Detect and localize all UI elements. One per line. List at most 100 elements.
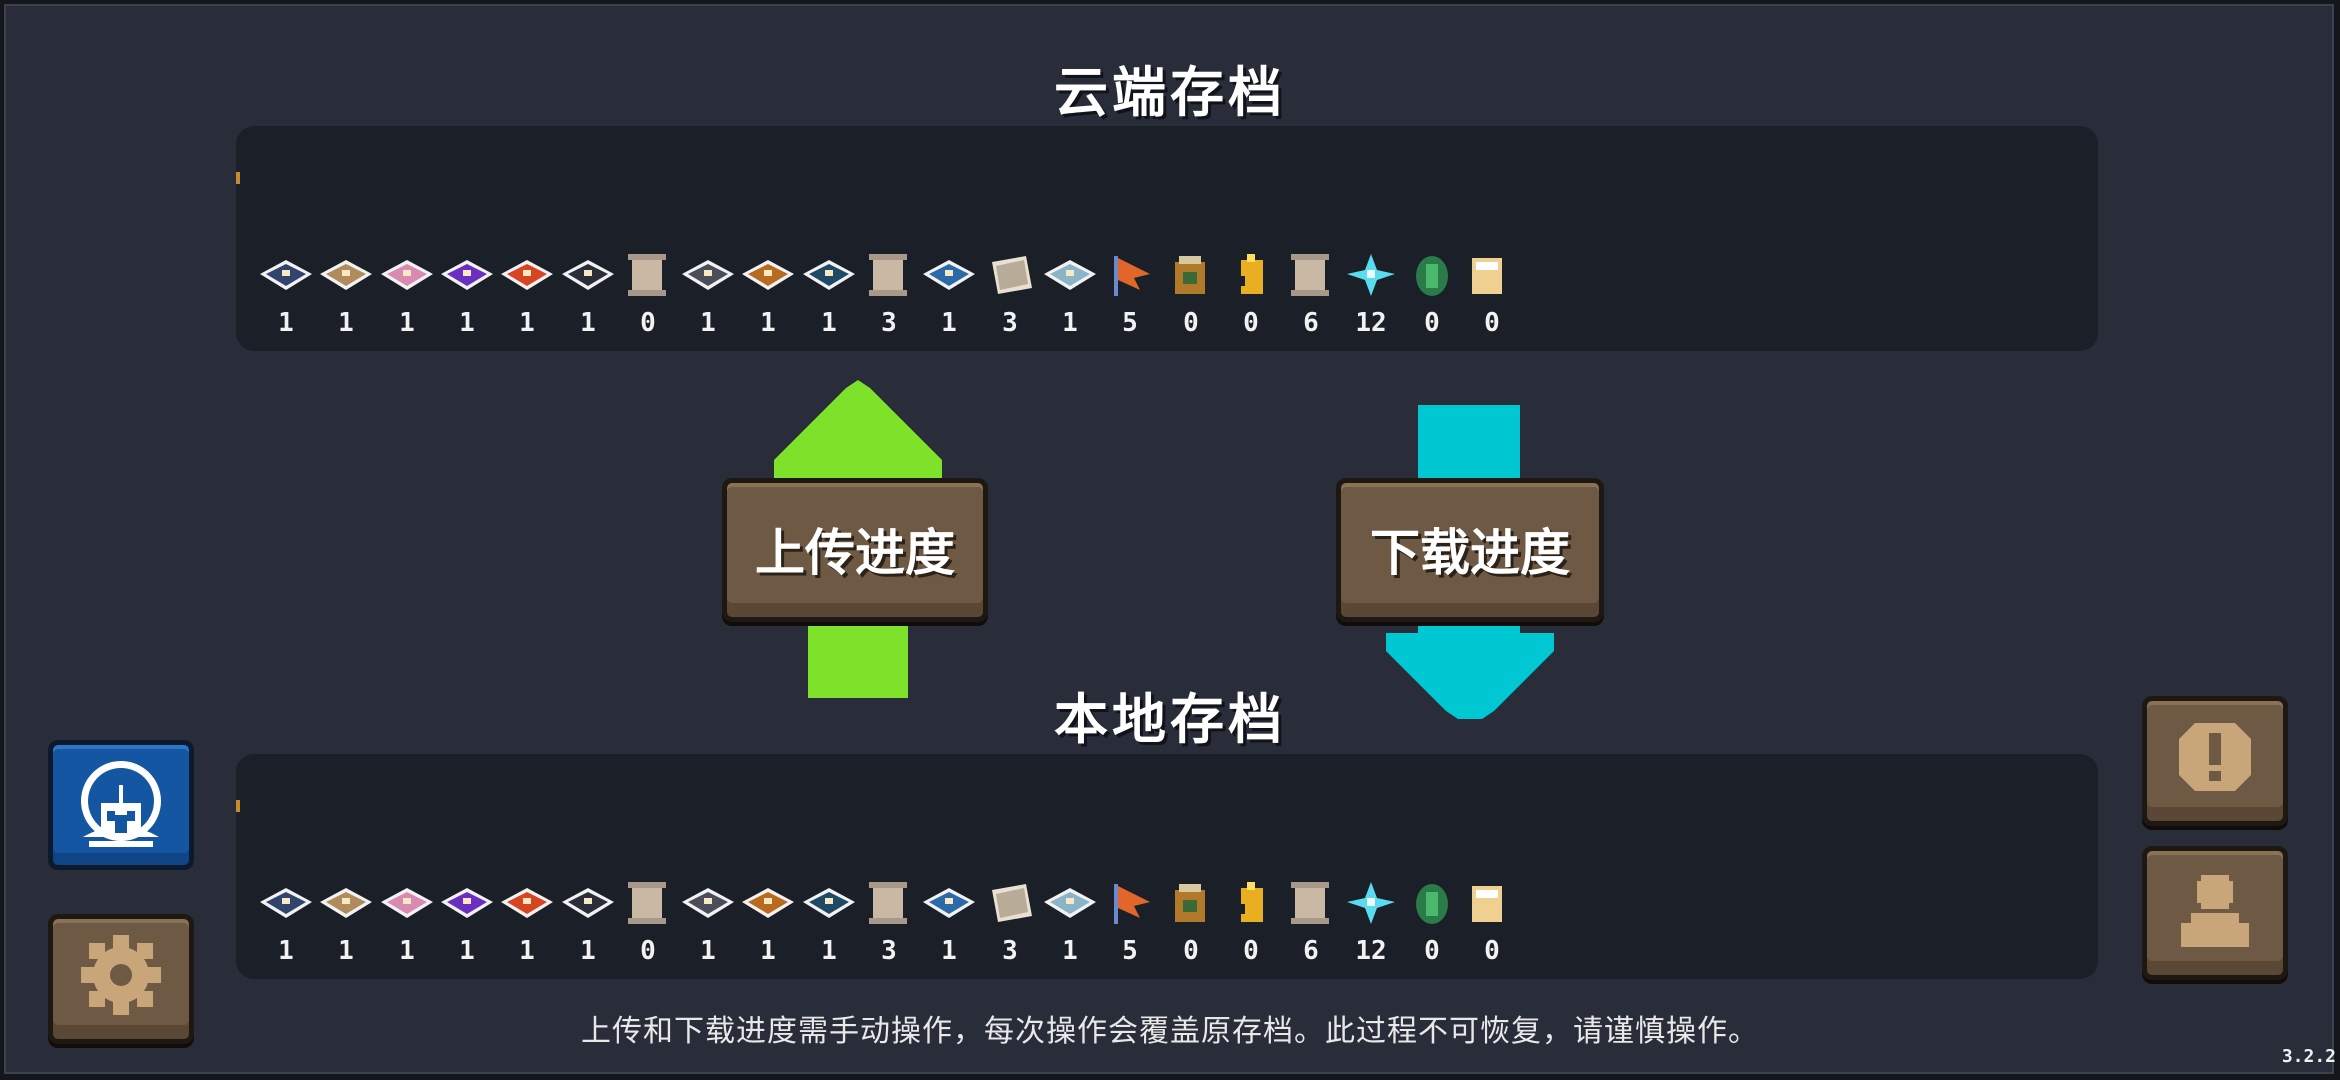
tan-chest-icon <box>320 888 372 918</box>
cloud-item-slot: 12 <box>1341 250 1401 340</box>
profile-button[interactable] <box>2142 846 2288 980</box>
item-count: 3 <box>881 308 897 338</box>
scroll-marker <box>236 172 240 184</box>
green-egg-icon <box>1416 256 1448 296</box>
teal-chest-icon <box>803 888 855 918</box>
black-chest-icon <box>562 260 614 290</box>
cloud-save-title: 云端存档 <box>1054 61 1286 124</box>
cloud-item-slot: 0 <box>1402 250 1462 340</box>
local-item-slot: 0 <box>1161 878 1221 968</box>
local-item-slot: 1 <box>437 878 497 968</box>
download-progress-button[interactable]: 下载进度 <box>1336 478 1604 622</box>
local-item-slot: 1 <box>377 878 437 968</box>
cloud-item-slot: 1 <box>558 250 618 340</box>
scroll-icon <box>1291 254 1329 296</box>
cloud-item-slot: 1 <box>316 250 376 340</box>
exclamation-icon <box>2179 723 2251 791</box>
item-count: 1 <box>519 308 535 338</box>
orange-chest-icon <box>742 260 794 290</box>
cloud-item-slot: 1 <box>919 250 979 340</box>
tan-chest-icon <box>320 260 372 290</box>
item-count: 1 <box>338 936 354 966</box>
light-blue-chest-icon <box>1044 260 1096 290</box>
item-count: 0 <box>1424 936 1440 966</box>
item-count: 1 <box>519 936 535 966</box>
item-count: 0 <box>1183 936 1199 966</box>
item-count: 1 <box>1062 308 1078 338</box>
cloud-item-slot: 1 <box>1040 250 1100 340</box>
item-count: 5 <box>1122 936 1138 966</box>
cloud-item-slot: 3 <box>980 250 1040 340</box>
gray-chest-icon <box>682 260 734 290</box>
item-count: 3 <box>1002 936 1018 966</box>
item-count: 12 <box>1355 308 1387 338</box>
cloud-item-slot: 3 <box>859 250 919 340</box>
dark-blue-chest-icon <box>260 888 312 918</box>
item-count: 1 <box>760 936 776 966</box>
cloud-item-slot: 0 <box>618 250 678 340</box>
item-count: 0 <box>1424 308 1440 338</box>
purple-chest-icon <box>441 888 493 918</box>
teal-chest-icon <box>803 260 855 290</box>
item-count: 1 <box>760 308 776 338</box>
item-count: 0 <box>1243 308 1259 338</box>
local-item-slot: 0 <box>1221 878 1281 968</box>
cloud-item-slot: 0 <box>1462 250 1522 340</box>
item-count: 12 <box>1355 936 1387 966</box>
scroll-icon <box>869 882 907 924</box>
cloud-item-slot: 1 <box>497 250 557 340</box>
green-egg-icon <box>1416 884 1448 924</box>
upload-button-label: 上传进度 <box>755 524 955 582</box>
pink-chest-icon <box>381 888 433 918</box>
settings-button[interactable] <box>48 914 194 1044</box>
potion-jar-icon <box>1175 256 1205 294</box>
item-count: 3 <box>881 936 897 966</box>
gear-icon <box>81 935 161 1015</box>
local-item-slot: 5 <box>1100 878 1160 968</box>
notice-button[interactable] <box>2142 696 2288 826</box>
item-count: 3 <box>1002 308 1018 338</box>
local-item-slot: 1 <box>799 878 859 968</box>
cut-off-item-icon <box>1472 886 1502 922</box>
local-item-slot: 1 <box>678 878 738 968</box>
item-count: 0 <box>1183 308 1199 338</box>
item-count: 0 <box>1243 936 1259 966</box>
item-count: 1 <box>1062 936 1078 966</box>
potion-jar-icon <box>1175 884 1205 922</box>
download-button-label: 下载进度 <box>1370 524 1570 582</box>
item-count: 1 <box>459 936 475 966</box>
scroll-marker <box>236 800 240 812</box>
cloud-item-slot: 0 <box>1221 250 1281 340</box>
local-item-slot: 1 <box>497 878 557 968</box>
flag-icon <box>1114 884 1150 924</box>
local-item-slot: 1 <box>558 878 618 968</box>
local-save-title: 本地存档 <box>1054 688 1286 751</box>
item-count: 1 <box>700 308 716 338</box>
item-count: 5 <box>1122 308 1138 338</box>
item-count: 1 <box>580 936 596 966</box>
item-count: 1 <box>821 936 837 966</box>
local-item-slot: 3 <box>980 878 1040 968</box>
local-item-slot: 0 <box>1462 878 1522 968</box>
upload-progress-button[interactable]: 上传进度 <box>722 478 988 622</box>
item-count: 0 <box>1484 308 1500 338</box>
book-icon <box>992 884 1032 922</box>
item-count: 0 <box>640 308 656 338</box>
item-count: 6 <box>1303 936 1319 966</box>
account-logo-icon <box>81 761 161 847</box>
black-chest-icon <box>562 888 614 918</box>
account-button[interactable] <box>48 740 194 870</box>
item-count: 1 <box>278 936 294 966</box>
pink-chest-icon <box>381 260 433 290</box>
item-count: 1 <box>399 936 415 966</box>
local-item-slot: 1 <box>316 878 376 968</box>
item-count: 1 <box>580 308 596 338</box>
local-item-slot: 0 <box>1402 878 1462 968</box>
person-icon <box>2181 875 2249 947</box>
cloud-item-slot: 1 <box>256 250 316 340</box>
local-item-slot: 1 <box>738 878 798 968</box>
golden-key-icon <box>1235 882 1263 922</box>
disclaimer-text: 上传和下载进度需手动操作，每次操作会覆盖原存档。此过程不可恢复，请谨慎操作。 <box>581 1014 1759 1049</box>
